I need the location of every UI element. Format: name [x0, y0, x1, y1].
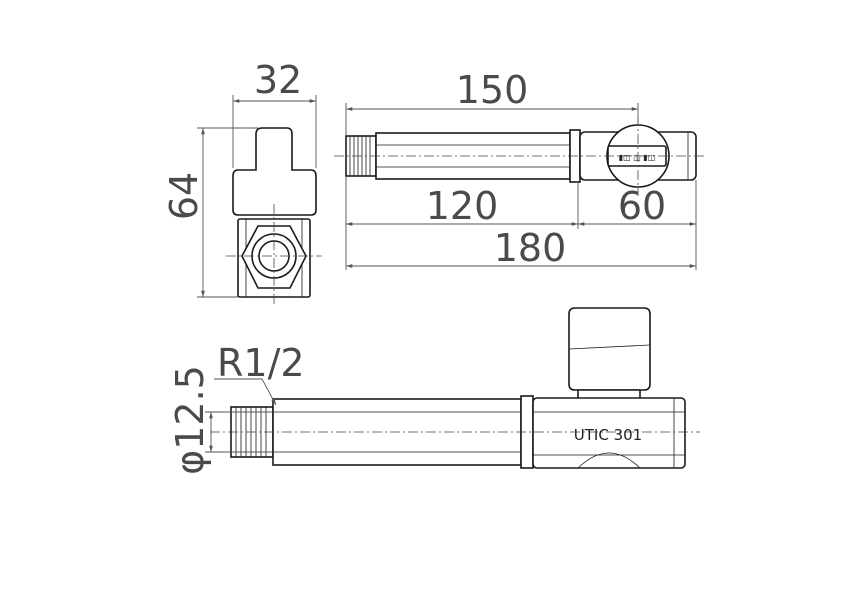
dimension-64: 64	[162, 127, 258, 298]
dim-label-150: 150	[456, 68, 529, 112]
dimension-180: 180	[346, 226, 696, 270]
top-view: ▮◫ ◫ ▮◫	[334, 116, 706, 196]
dimension-150: 150	[345, 68, 639, 136]
side-valve-body	[532, 397, 686, 469]
front-handle	[232, 127, 317, 216]
top-handle-marking: ▮◫ ◫ ▮◫	[619, 153, 656, 162]
front-view	[226, 127, 322, 304]
dim-label-thread: R1/2	[217, 341, 305, 385]
dimension-thread: R1/2	[214, 341, 305, 406]
dim-label-120: 120	[426, 184, 499, 228]
side-view: UTIC 301	[210, 307, 700, 469]
dim-label-32: 32	[254, 58, 302, 102]
dim-label-64: 64	[162, 172, 206, 220]
dim-label-60: 60	[618, 184, 666, 228]
dim-label-180: 180	[494, 226, 567, 270]
dimension-120-60: 120 60	[345, 176, 697, 270]
dim-label-diameter: φ12.5	[168, 365, 212, 475]
side-handle	[568, 307, 651, 391]
side-label-marking: UTIC 301	[574, 426, 642, 444]
dimension-diameter: φ12.5	[168, 365, 273, 475]
dimension-32: 32	[232, 58, 317, 168]
